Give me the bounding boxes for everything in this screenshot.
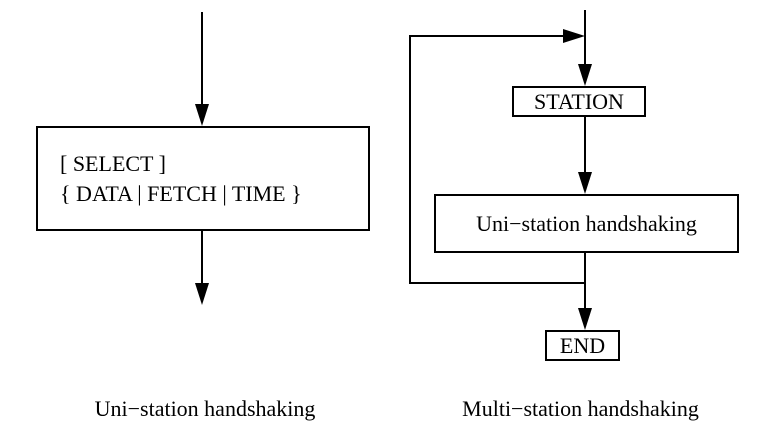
select-command-box-text: [ SELECT ] { DATA | FETCH | TIME } [60, 149, 302, 207]
uni-station-handshaking-node-label: Uni−station handshaking [476, 210, 697, 236]
select-command-line-1: [ SELECT ] [60, 151, 166, 177]
unistation-to-end-arrow [578, 253, 592, 330]
right-entry-arrow [578, 10, 592, 86]
station-to-unistation-arrow [578, 117, 592, 194]
station-node-label: STATION [534, 88, 624, 114]
station-node: STATION [512, 86, 646, 117]
left-outgoing-arrow [195, 231, 209, 305]
left-diagram-caption: Uni−station handshaking [94, 396, 316, 421]
select-command-box: [ SELECT ] { DATA | FETCH | TIME } [36, 126, 370, 231]
uni-station-handshaking-node: Uni−station handshaking [434, 194, 739, 253]
left-incoming-arrow [195, 12, 209, 126]
end-node-label: END [559, 332, 606, 358]
end-node: END [545, 330, 620, 361]
select-command-line-2: { DATA | FETCH | TIME } [60, 180, 302, 206]
right-diagram-caption: Multi−station handshaking [462, 396, 699, 421]
